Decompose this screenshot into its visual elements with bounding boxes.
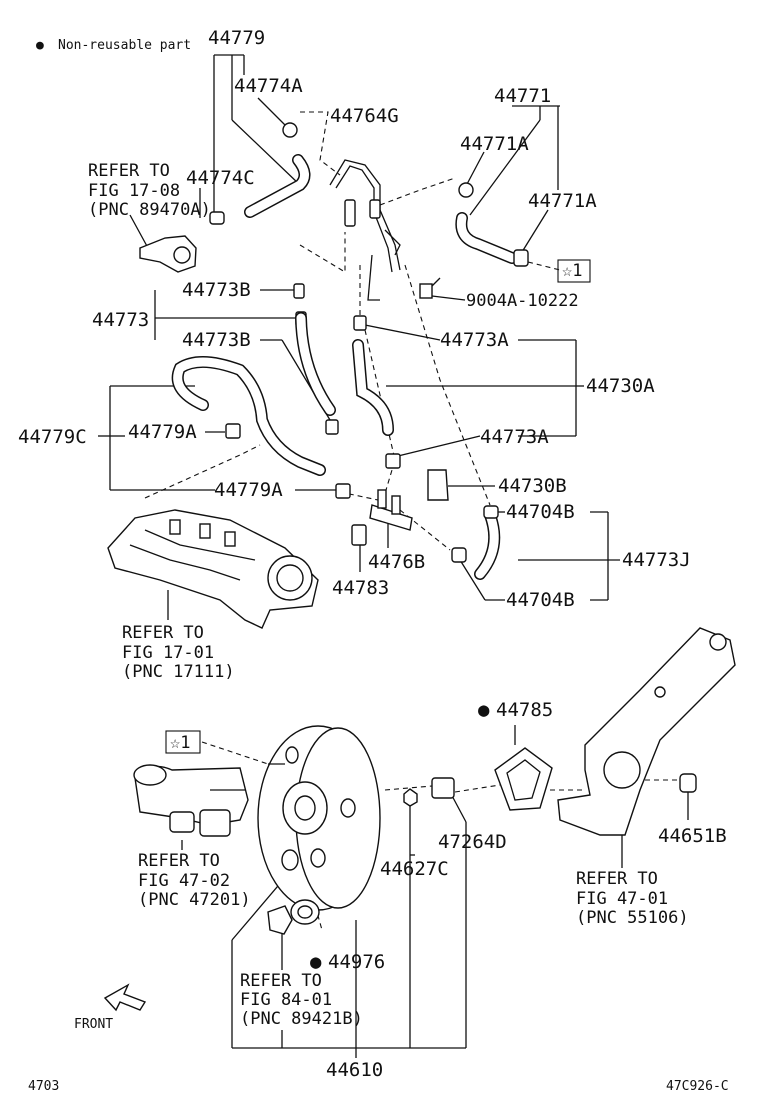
ref-89421b-line2: FIG 84-01 [240,990,332,1010]
gasket-44785 [494,747,553,811]
pedal-bracket [557,627,736,836]
label-44773: 44773 [92,309,149,331]
hose-44730a [352,315,401,469]
hose-44771 [455,182,529,267]
label-44773a-2: 44773A [480,426,549,448]
brake-booster-44610 [257,725,381,911]
label-44771: 44771 [494,85,551,107]
star1-a-box [557,259,591,283]
vacuum-check-valve-44976 [290,899,320,925]
label-44773b-1: 44773B [182,279,251,301]
bolt-9004a [419,277,441,299]
ref-89470a-line3: (PNC 89470A) [88,200,211,220]
label-44785: 44785 [496,699,553,721]
valve-89470a [139,235,197,273]
ref-47201-line3: (PNC 47201) [138,890,251,910]
label-44779a-1: 44779A [128,421,197,443]
legend-text: Non-reusable part [58,38,191,53]
labels: ● Non-reusable part 44779 44774A 44764G … [18,27,729,1094]
label-44704b-1: 44704B [506,501,575,523]
label-44627c: 44627C [380,858,449,880]
clip-44774c [209,211,225,225]
label-44771a-1: 44771A [460,133,529,155]
front-arrow [103,983,147,1012]
label-44730b: 44730B [498,475,567,497]
sensor-89421b [267,905,293,935]
hose-44774c [244,154,311,218]
label-44976-dot: ● [310,951,322,973]
label-44779c: 44779C [18,426,87,448]
ref-17111-line2: FIG 17-01 [122,643,214,663]
ref-47201-line1: REFER TO [138,851,220,871]
label-44779a-2: 44779A [214,479,283,501]
ref-17111-line1: REFER TO [122,623,204,643]
nut-44627c [403,788,418,807]
label-44773j: 44773J [622,549,691,571]
hose-44773 [295,312,336,416]
label-star1-b: ☆1 [170,733,190,753]
ref-55106-line3: (PNC 55106) [576,908,689,928]
clip-44774a [282,122,298,138]
label-44651b: 44651B [658,825,727,847]
leader-lines [98,54,689,1058]
legend-dot: ● [36,38,44,53]
label-44774c: 44774C [186,167,255,189]
ref-55106-line2: FIG 47-01 [576,889,668,909]
label-44774a: 44774A [234,75,303,97]
fitting-47264d [431,777,455,799]
label-44730a: 44730A [586,375,655,397]
footer-right: 47C926-C [666,1079,729,1094]
bracket-44730b [427,469,449,501]
label-47264d: 47264D [438,831,507,853]
ref-47201-line2: FIG 47-02 [138,871,230,891]
label-44783: 44783 [332,577,389,599]
label-44773b-2: 44773B [182,329,251,351]
ref-17111-line3: (PNC 17111) [122,662,235,682]
master-cylinder [133,764,249,837]
ref-55106-line1: REFER TO [576,869,658,889]
ref-89470a-line2: FIG 17-08 [88,181,180,201]
label-44773a-1: 44773A [440,329,509,351]
label-star1-a: ☆1 [562,261,582,281]
label-9004a: 9004A-10222 [466,291,579,311]
label-44764g: 44764G [330,105,399,127]
intake-manifold [107,509,319,629]
ref-89421b-line3: (PNC 89421B) [240,1009,363,1029]
label-44976: 44976 [328,951,385,973]
label-4476b: 4476B [368,551,425,573]
pipe-44764g [329,159,401,301]
label-44610: 44610 [326,1059,383,1081]
label-44779: 44779 [208,27,265,49]
star1-b-box [165,730,201,754]
footer-left: 4703 [28,1079,59,1094]
label-44704b-2: 44704B [506,589,575,611]
label-44771a-2: 44771A [528,190,597,212]
clip-44783 [351,524,367,546]
ref-89421b-line1: REFER TO [240,971,322,991]
hose-44773j [451,505,501,580]
label-44785-dot: ● [478,699,490,721]
front-label: FRONT [74,1017,113,1032]
hose-44779c [171,355,351,499]
grommet-44651b [679,773,697,793]
tee-4476b [369,489,413,531]
ref-89470a-line1: REFER TO [88,161,170,181]
